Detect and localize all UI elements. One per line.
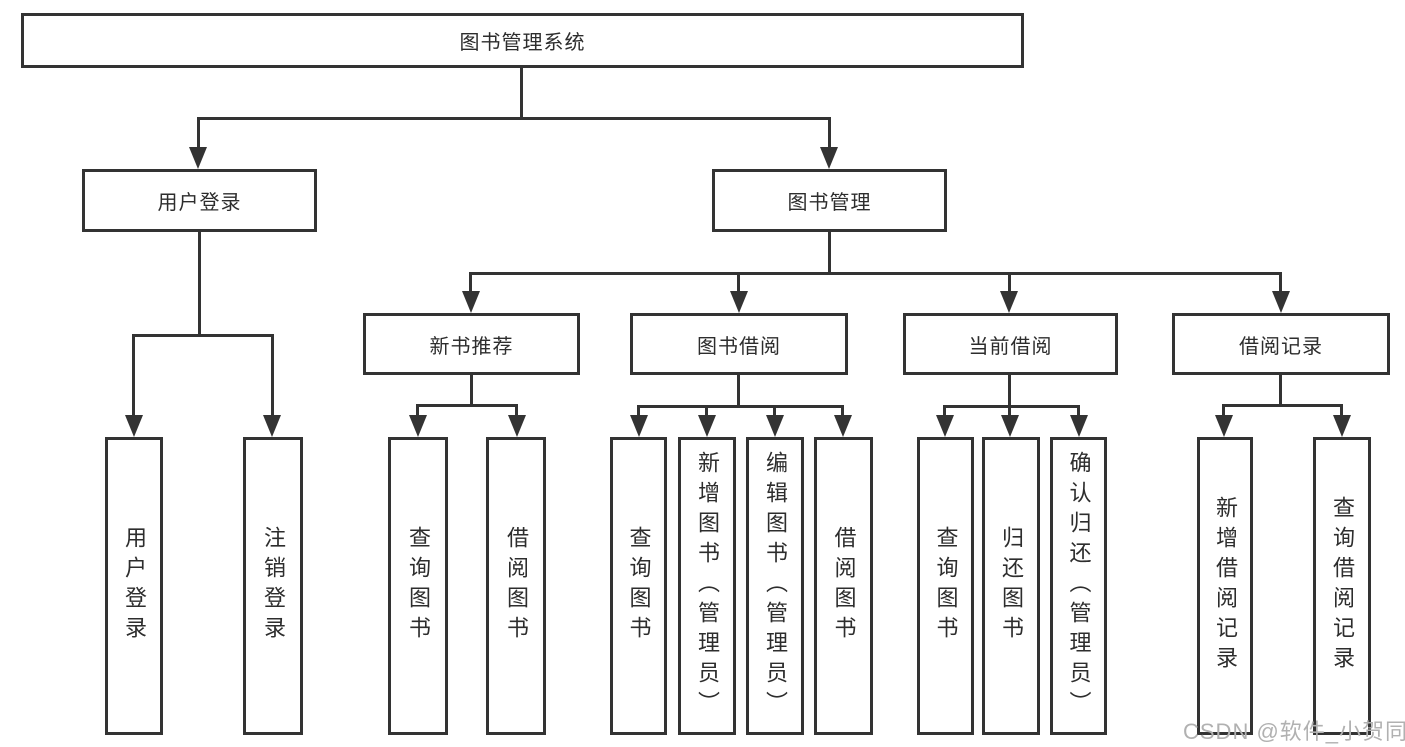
connector-line	[1222, 404, 1225, 420]
leaf-borrow-books-borrowing: 借阅图书	[814, 437, 873, 735]
node-library-management-system: 图书管理系统	[21, 13, 1024, 68]
arrowhead-icon	[1333, 415, 1351, 437]
node-new-book-recommendation: 新书推荐	[363, 313, 580, 375]
connector-line	[841, 405, 844, 420]
connector-line	[470, 375, 473, 407]
arrowhead-icon	[834, 415, 852, 437]
leaf-confirm-return-admin: 确认归还（管理员）	[1050, 437, 1107, 735]
connector-line	[943, 405, 1080, 408]
connector-line	[515, 404, 518, 420]
connector-line	[416, 404, 419, 420]
arrowhead-icon	[1070, 415, 1088, 437]
arrowhead-icon	[936, 415, 954, 437]
node-borrowing-records: 借阅记录	[1172, 313, 1390, 375]
leaf-query-books-newbook: 查询图书	[388, 437, 448, 735]
connector-line	[943, 405, 946, 420]
leaf-label: 查询图书	[626, 526, 652, 646]
leaf-query-books-borrowing: 查询图书	[610, 437, 667, 735]
arrowhead-icon	[508, 415, 526, 437]
connector-line	[1222, 404, 1343, 407]
leaf-label: 借阅图书	[504, 526, 529, 646]
node-label: 借阅记录	[1239, 335, 1323, 358]
connector-line	[1008, 405, 1011, 420]
connector-line	[637, 405, 640, 420]
leaf-label: 查询图书	[406, 526, 431, 646]
node-label: 当前借阅	[968, 335, 1053, 358]
leaf-edit-books-admin: 编辑图书（管理员）	[746, 437, 804, 735]
leaf-logout: 注销登录	[243, 437, 303, 735]
leaf-label: 注销登录	[261, 526, 286, 646]
node-book-borrowing: 图书借阅	[630, 313, 848, 375]
connector-line	[1077, 405, 1080, 420]
connector-line	[828, 117, 831, 149]
connector-line	[469, 272, 1282, 275]
arrowhead-icon	[1001, 415, 1019, 437]
connector-line	[737, 375, 740, 407]
csdn-watermark: CSDN @软件_小贺同学	[1183, 719, 1405, 744]
arrowhead-icon	[409, 415, 427, 437]
arrowhead-icon	[1215, 415, 1233, 437]
connector-line	[271, 334, 274, 417]
leaf-label: 查询借阅记录	[1330, 496, 1355, 676]
node-label: 图书借阅	[697, 335, 781, 358]
connector-line	[197, 117, 200, 149]
connector-line	[1279, 272, 1282, 294]
arrowhead-icon	[189, 147, 207, 169]
leaf-query-books-current: 查询图书	[917, 437, 974, 735]
arrowhead-icon	[766, 415, 784, 437]
leaf-label: 编辑图书（管理员）	[763, 451, 788, 721]
arrowhead-icon	[698, 415, 716, 437]
arrowhead-icon	[125, 415, 143, 437]
connector-line	[416, 404, 518, 407]
leaf-user-login: 用户登录	[105, 437, 163, 735]
leaf-label: 归还图书	[999, 526, 1024, 646]
node-book-management: 图书管理	[712, 169, 947, 232]
connector-line	[828, 232, 831, 273]
connector-line	[1008, 375, 1011, 407]
arrowhead-icon	[820, 147, 838, 169]
arrowhead-icon	[630, 415, 648, 437]
connector-line	[197, 117, 831, 120]
leaf-label: 借阅图书	[831, 526, 857, 646]
node-label: 新书推荐	[429, 335, 514, 358]
arrowhead-icon	[1272, 291, 1290, 313]
arrowhead-icon	[263, 415, 281, 437]
connector-line	[1008, 272, 1011, 294]
connector-line	[637, 405, 844, 408]
connector-line	[737, 272, 740, 294]
node-label: 图书管理系统	[459, 32, 586, 54]
connector-line	[469, 272, 472, 294]
node-label: 图书管理	[787, 192, 872, 214]
connector-line	[773, 405, 776, 420]
leaf-label: 查询图书	[933, 526, 959, 646]
connector-line	[132, 334, 274, 337]
leaf-label: 新增借阅记录	[1213, 496, 1238, 676]
leaf-label: 确认归还（管理员）	[1066, 451, 1092, 721]
leaf-query-borrow-record: 查询借阅记录	[1313, 437, 1371, 735]
connector-line	[198, 232, 201, 335]
leaf-return-books: 归还图书	[982, 437, 1040, 735]
arrowhead-icon	[462, 291, 480, 313]
connector-line	[520, 68, 523, 118]
leaf-add-books-admin: 新增图书（管理员）	[678, 437, 736, 735]
node-current-borrowing: 当前借阅	[903, 313, 1118, 375]
connector-line	[705, 405, 708, 420]
arrowhead-icon	[730, 291, 748, 313]
leaf-label: 用户登录	[122, 526, 147, 646]
connector-line	[1279, 375, 1282, 406]
leaf-label: 新增图书（管理员）	[695, 451, 720, 721]
leaf-borrow-books-newbook: 借阅图书	[486, 437, 546, 735]
connector-line	[132, 334, 135, 417]
leaf-add-borrow-record: 新增借阅记录	[1197, 437, 1253, 735]
node-user-login: 用户登录	[82, 169, 317, 232]
connector-line	[1340, 404, 1343, 420]
node-label: 用户登录	[157, 192, 242, 214]
arrowhead-icon	[1000, 291, 1018, 313]
